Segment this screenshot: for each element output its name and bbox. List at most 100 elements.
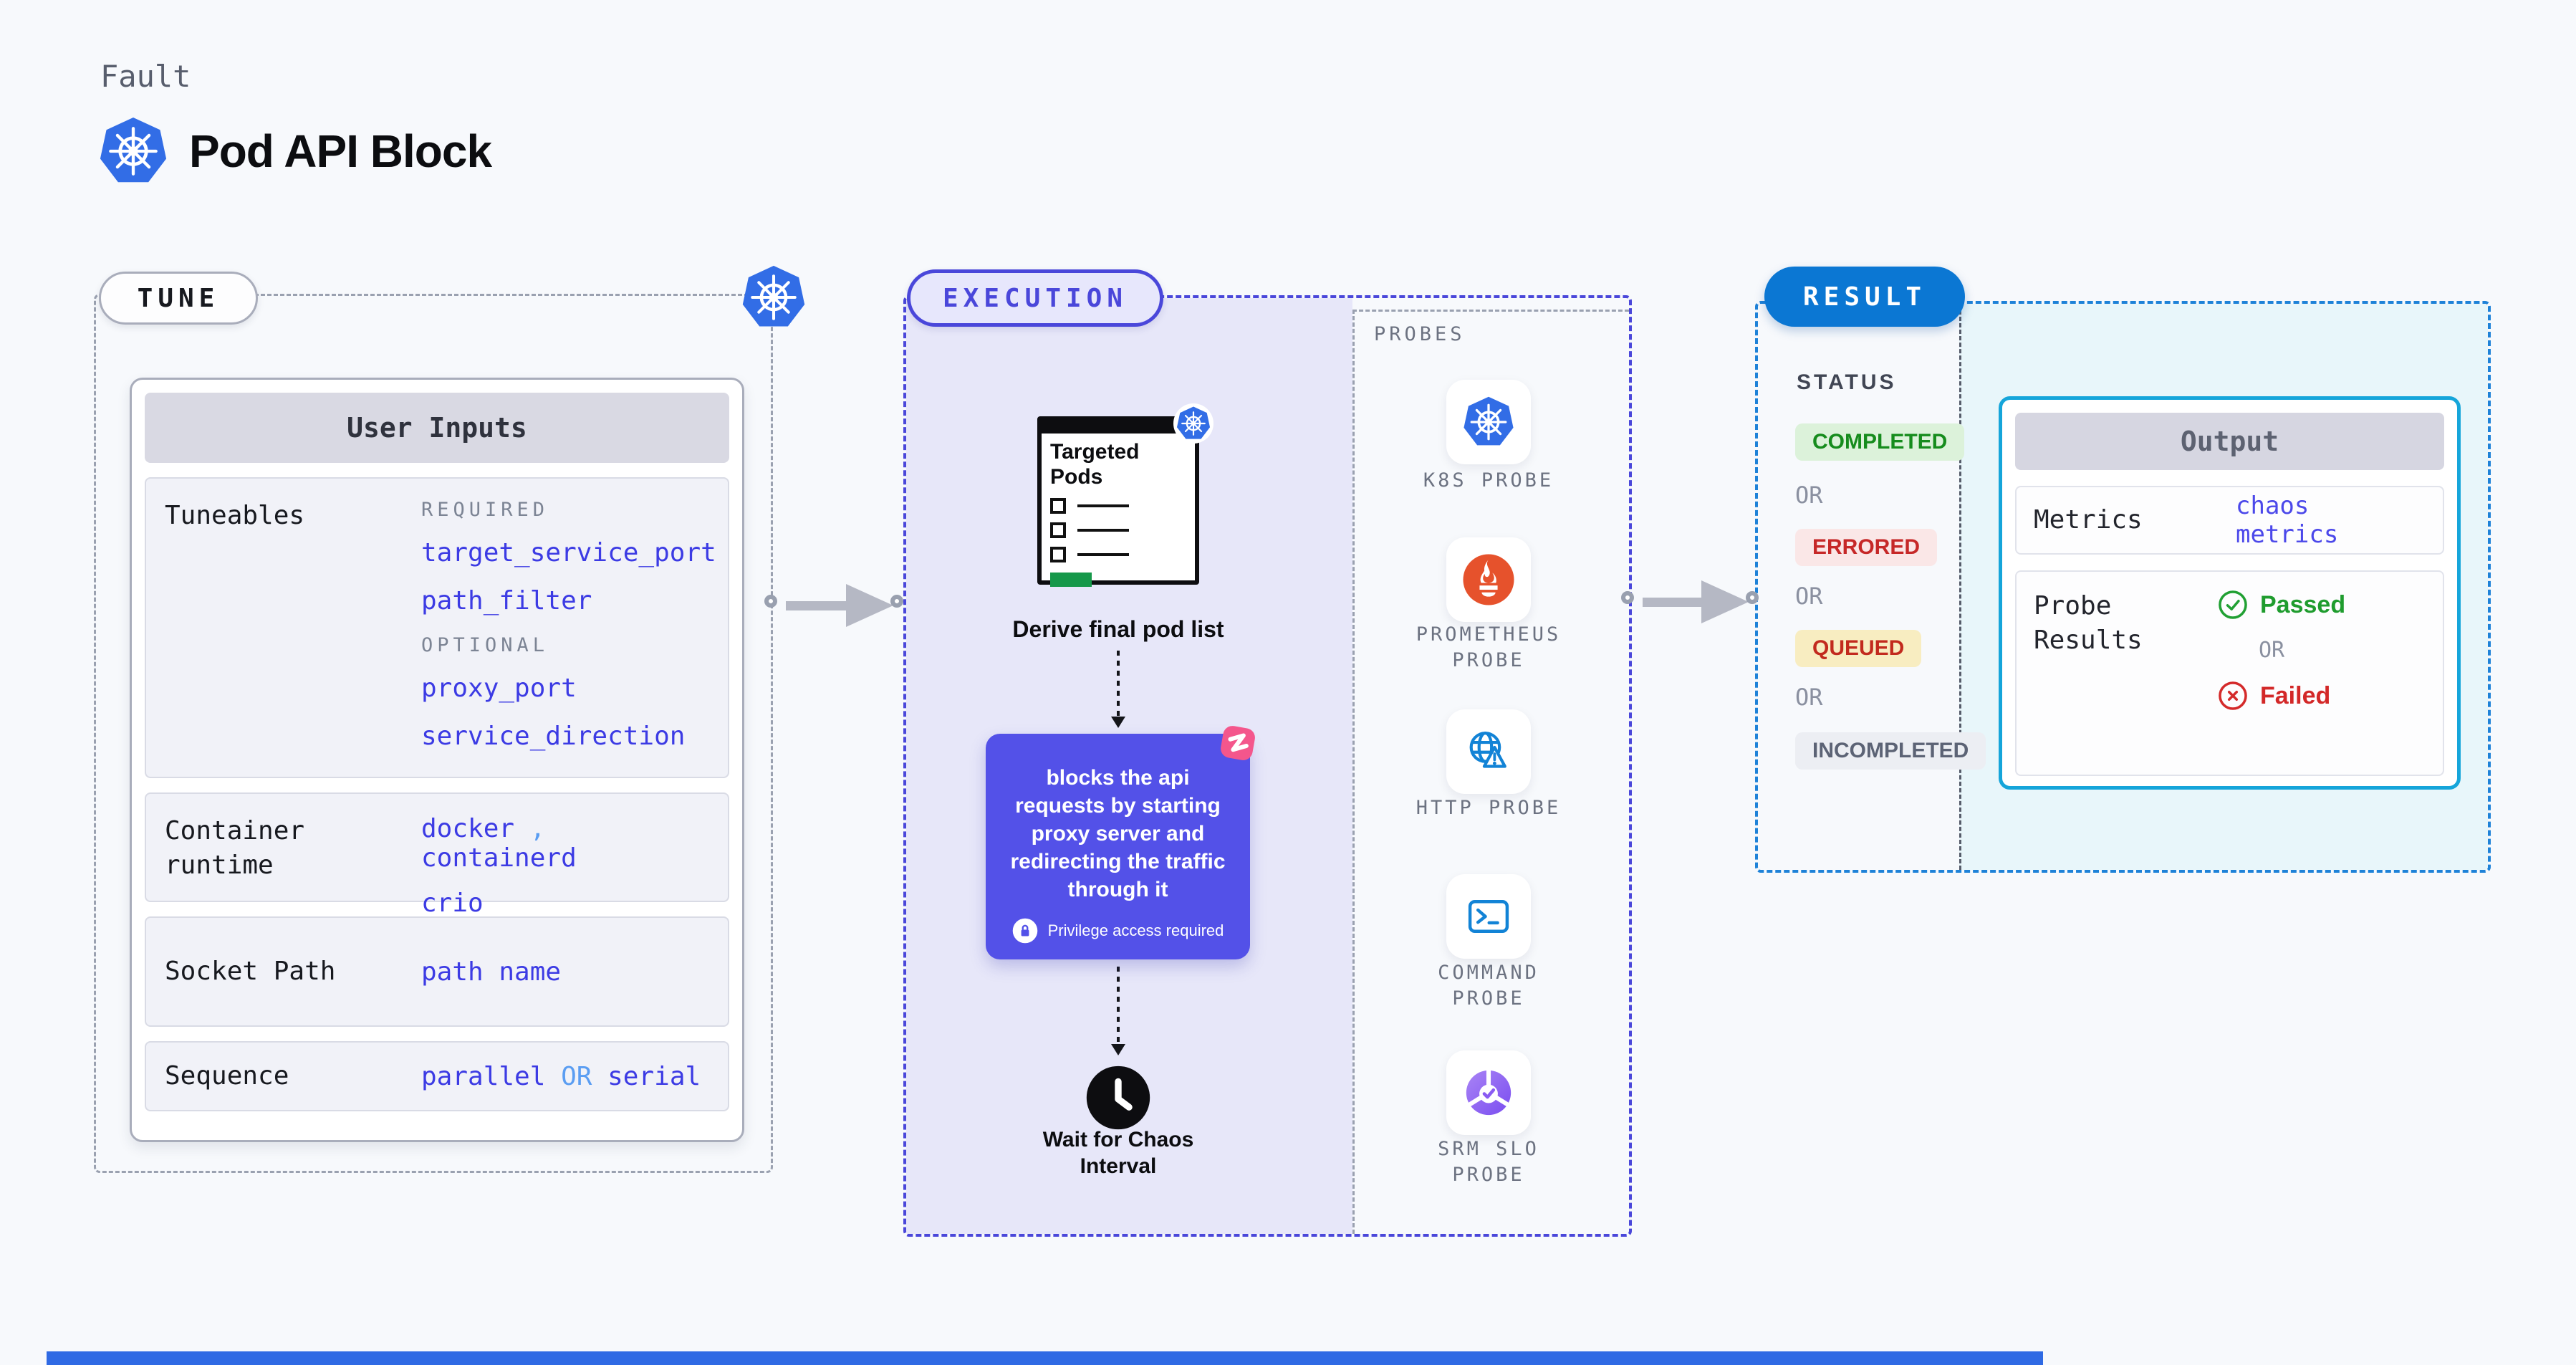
prometheus-icon — [1462, 553, 1515, 606]
failed-label: Failed — [2260, 681, 2331, 709]
lock-icon — [1012, 918, 1038, 944]
kubernetes-icon — [1463, 396, 1514, 448]
arrow-shaft — [786, 601, 846, 610]
output-title: Output — [2015, 413, 2444, 470]
passed-label: Passed — [2260, 590, 2346, 618]
connector-dot — [764, 595, 777, 608]
container-runtime-row: Container runtime docker , containerd cr… — [145, 792, 729, 918]
sequence-label: Sequence — [165, 1061, 289, 1091]
terminal-icon — [1462, 890, 1515, 943]
probes-sub-box: PROBES — [1352, 310, 1629, 1234]
status-badge-completed: COMPLETED — [1795, 423, 1965, 461]
probe-label: COMMAND PROBE — [1438, 962, 1539, 1010]
clock-icon — [1085, 1064, 1152, 1131]
or-separator: OR — [1795, 583, 1823, 610]
tuneable-item: proxy_port — [421, 674, 577, 703]
arrow-head — [846, 584, 893, 627]
pod-list-item — [1050, 498, 1186, 514]
runtime-containerd: containerd — [421, 843, 577, 873]
probes-heading: PROBES — [1374, 323, 1466, 345]
status-badge-errored: ERRORED — [1795, 529, 1938, 566]
runtime-docker: docker — [421, 814, 515, 843]
user-inputs-card: User Inputs Tuneables REQUIRED target_se… — [130, 378, 744, 1142]
checkbox-icon — [1050, 547, 1066, 562]
connector-dot — [890, 595, 903, 608]
probe-card-k8s — [1446, 380, 1531, 464]
sequence-serial: serial — [607, 1061, 701, 1091]
tuneable-item: target_service_port — [421, 538, 716, 567]
dotted-connector — [1117, 651, 1120, 718]
optional-heading: OPTIONAL — [421, 634, 549, 656]
harness-icon — [1214, 719, 1261, 767]
targeted-pods-titlebar — [1042, 421, 1195, 434]
tuneables-row: Tuneables REQUIRED target_service_port p… — [145, 477, 729, 778]
check-circle-icon — [2217, 589, 2249, 621]
privilege-note: Privilege access required — [986, 918, 1250, 944]
tuneables-values: REQUIRED target_service_port path_filter… — [421, 499, 716, 757]
slo-pie-icon — [1461, 1065, 1516, 1120]
globe-warning-icon — [1461, 724, 1516, 779]
or-separator: OR — [1795, 684, 1823, 711]
arrow-shaft — [1643, 598, 1701, 607]
page-title: Pod API Block — [189, 125, 492, 177]
sequence-or: OR — [561, 1061, 592, 1091]
fault-behavior-text: blocks the api requests by starting prox… — [1010, 766, 1226, 901]
probe-card-srm-slo — [1446, 1050, 1531, 1135]
socket-path-value: path name — [421, 957, 562, 987]
probe-card-http — [1446, 709, 1531, 794]
kubernetes-icon — [99, 117, 168, 186]
probe-card-command — [1446, 874, 1531, 959]
checkbox-icon — [1050, 522, 1066, 538]
page-title-row: Pod API Block — [99, 117, 492, 186]
x-circle-icon — [2217, 680, 2249, 712]
required-heading: REQUIRED — [421, 499, 549, 521]
pod-list-item — [1050, 522, 1186, 538]
targeted-pods-title: Targeted Pods — [1050, 440, 1140, 489]
list-line — [1077, 504, 1129, 507]
output-card: Output Metrics chaos metrics Probe Resul… — [1999, 396, 2461, 790]
dotted-connector — [1117, 967, 1120, 1045]
fault-kicker: Fault — [100, 59, 191, 94]
wait-chaos-interval-label: Wait for Chaos Interval — [1042, 1128, 1194, 1178]
bottom-divider-bar — [47, 1351, 2043, 1365]
status-heading: STATUS — [1797, 370, 1897, 394]
kubernetes-icon — [741, 265, 806, 330]
privilege-label: Privilege access required — [1047, 921, 1224, 939]
sequence-parallel: parallel — [421, 1061, 546, 1091]
container-runtime-values: docker , containerd crio — [421, 814, 709, 918]
probe-label: K8S PROBE — [1423, 469, 1554, 492]
pod-list-item — [1050, 547, 1186, 562]
list-line — [1077, 529, 1129, 532]
comma-separator: , — [529, 814, 546, 843]
socket-path-label: Socket Path — [165, 957, 336, 986]
execution-badge: EXECUTION — [907, 269, 1163, 327]
metrics-label: Metrics — [2034, 505, 2143, 535]
dotted-arrow-head — [1111, 717, 1125, 728]
status-badge-incompleted: INCOMPLETED — [1795, 732, 1986, 770]
container-runtime-label: Container runtime — [165, 816, 305, 880]
tune-section-box — [94, 294, 773, 1173]
or-separator: OR — [2259, 638, 2285, 663]
probe-label: PROMETHEUS PROBE — [1416, 623, 1562, 671]
probe-results-label: Probe Results — [2034, 591, 2143, 655]
fault-behavior-note: blocks the api requests by starting prox… — [986, 734, 1250, 959]
arrow-head — [1701, 580, 1749, 623]
sequence-row: Sequence parallel OR serial — [145, 1041, 729, 1111]
connector-dot — [1746, 591, 1759, 604]
probe-results-values: Passed OR Failed — [2217, 589, 2345, 775]
checkbox-icon — [1050, 498, 1066, 514]
probe-label: HTTP PROBE — [1416, 797, 1562, 819]
result-badge: RESULT — [1764, 267, 1965, 327]
targeted-pods-card: Targeted Pods — [1037, 403, 1213, 587]
failed-line: Failed — [2217, 680, 2345, 712]
metrics-value: chaos metrics — [2236, 492, 2339, 549]
runtime-crio: crio — [421, 889, 484, 918]
probe-card-prometheus — [1446, 537, 1531, 622]
probe-results-row: Probe Results Passed OR Failed — [2015, 570, 2444, 776]
status-badge-queued: QUEUED — [1795, 630, 1922, 667]
user-inputs-title: User Inputs — [145, 393, 729, 463]
tune-badge: TUNE — [99, 272, 258, 325]
dotted-arrow-head — [1111, 1044, 1125, 1055]
tuneables-label: Tuneables — [165, 501, 305, 530]
